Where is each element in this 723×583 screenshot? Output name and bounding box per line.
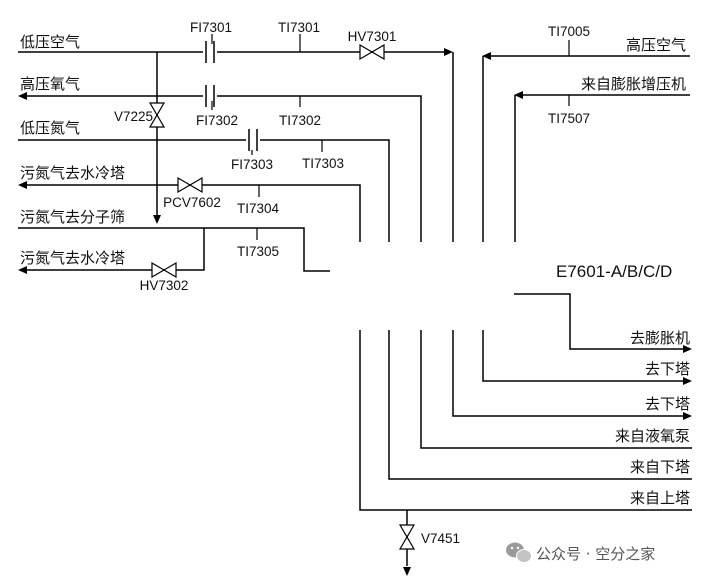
right-stream-label: 来自膨胀增压机 xyxy=(581,75,686,93)
stream-waste-n2-cooling-tower-2 xyxy=(18,228,205,274)
instrument-tag-fi7301: FI7301 xyxy=(190,20,232,35)
stream-waste-n2-cooling-tower-1 xyxy=(18,181,361,242)
instrument-taps xyxy=(211,34,570,240)
right-stream-label: 高压空气 xyxy=(626,36,686,54)
right-stream-label: 去下塔 xyxy=(645,395,690,413)
right-stream-label: 来自下塔 xyxy=(630,458,690,476)
instrument-tag-fi7302: FI7302 xyxy=(196,113,238,128)
left-stream-label: 高压氧气 xyxy=(20,75,80,93)
right-stream-label: 来自上塔 xyxy=(630,489,690,507)
stream-from-lower-column xyxy=(388,330,692,480)
left-stream-label: 低压空气 xyxy=(20,33,80,51)
instrument-tag-ti7302: TI7302 xyxy=(279,113,321,128)
v7451-valve-icon xyxy=(398,524,416,550)
right-stream-label: 去下塔 xyxy=(645,360,690,378)
left-stream-label: 污氮气去分子筛 xyxy=(20,208,125,226)
instrument-tag-v7451: V7451 xyxy=(421,531,460,546)
stream-low-pressure-nitrogen xyxy=(18,139,390,242)
stream-waste-n2-molecular-sieve xyxy=(18,227,330,272)
instrument-tag-ti7005: TI7005 xyxy=(548,24,590,39)
stream-from-expansion-booster xyxy=(514,91,690,242)
stream-to-lower-column-2 xyxy=(452,330,692,420)
left-stream-label: 低压氮气 xyxy=(20,119,80,137)
stream-from-lox-pump xyxy=(420,330,692,449)
hv7301-valve-icon xyxy=(359,43,385,61)
pcv7602-valve-icon xyxy=(177,176,203,194)
instrument-tag-ti7304: TI7304 xyxy=(237,201,280,216)
left-stream-label: 污氮气去水冷塔 xyxy=(20,249,125,267)
instrument-tag-ti7507: TI7507 xyxy=(548,111,590,126)
watermark-text: 公众号 · 空分之家 xyxy=(536,545,655,563)
instrument-tag-ti7305: TI7305 xyxy=(237,244,279,259)
stream-high-pressure-air xyxy=(482,52,690,242)
stream-from-upper-column xyxy=(359,330,692,511)
stream-to-lower-column-1 xyxy=(482,330,692,385)
instrument-tag-ti7301: TI7301 xyxy=(278,20,320,35)
instrument-tag-hv7302: HV7302 xyxy=(140,278,189,293)
instrument-tag-pcv7602: PCV7602 xyxy=(163,195,221,210)
wechat-icon xyxy=(506,542,532,563)
fi7303-orifice xyxy=(246,129,260,151)
fi7301-orifice xyxy=(203,41,217,63)
right-stream-label: 来自液氧泵 xyxy=(615,427,690,445)
equipment-label: E7601-A/B/C/D xyxy=(556,262,672,281)
stream-to-expander xyxy=(514,293,692,353)
instrument-tag-fi7303: FI7303 xyxy=(231,157,273,172)
left-stream-label: 污氮气去水冷塔 xyxy=(20,164,125,182)
right-stream-label: 去膨胀机 xyxy=(630,329,690,347)
instrument-tag-v7225: V7225 xyxy=(114,109,153,124)
fi7302-orifice xyxy=(203,85,217,107)
hv7302-valve-icon xyxy=(151,261,177,279)
v7225-valve-icon xyxy=(148,102,166,128)
v7225-bypass-line xyxy=(153,52,161,224)
instrument-tag-ti7303: TI7303 xyxy=(302,156,344,171)
instrument-tag-hv7301: HV7301 xyxy=(348,29,397,44)
